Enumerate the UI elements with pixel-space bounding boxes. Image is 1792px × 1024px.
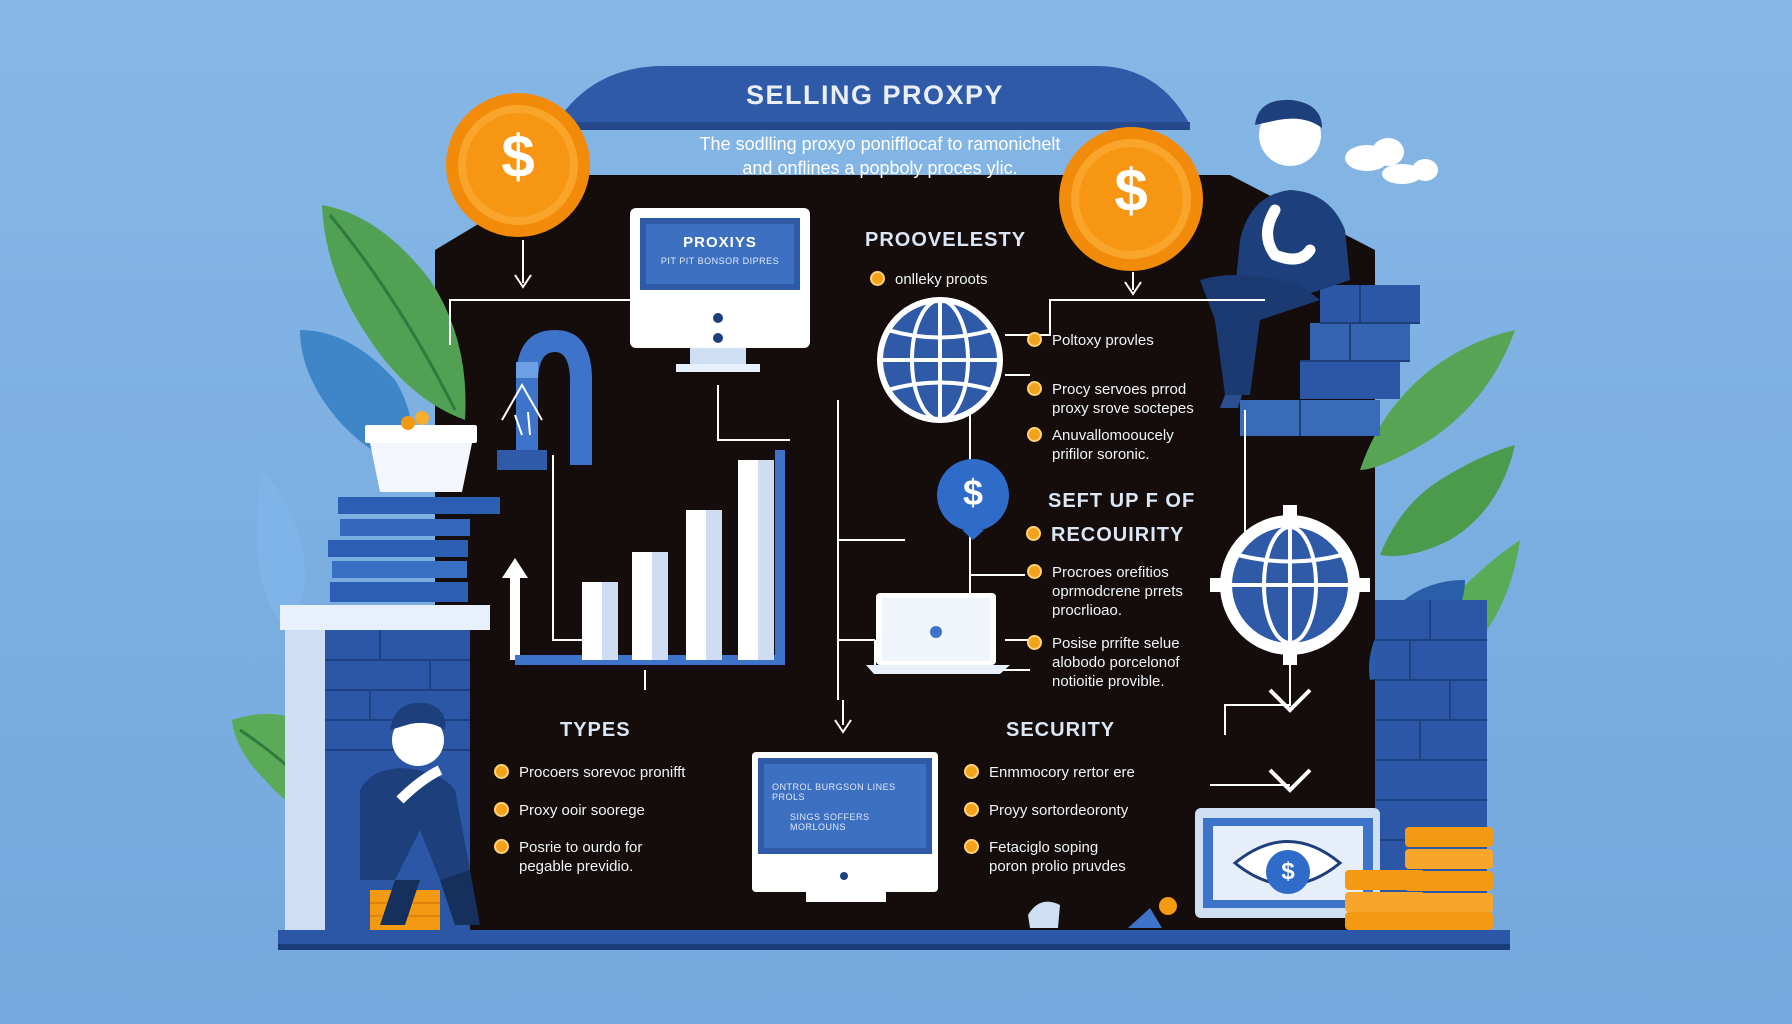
board-panel — [435, 175, 1375, 930]
list-item: Proyy sortordeoronty — [964, 801, 1128, 820]
section-heading-security: SECURITY — [1006, 719, 1116, 741]
page-subtitle: The sodlling proxyo ponifflocaf to ramon… — [590, 132, 1170, 180]
bullet-icon — [870, 270, 885, 286]
coin-symbol: $ — [1114, 157, 1148, 224]
brick-wall-icon — [1240, 285, 1420, 436]
bullet-icon — [1027, 563, 1042, 579]
bullet-icon — [1027, 380, 1042, 396]
cloud-icon — [1345, 138, 1438, 184]
bullet-icon — [964, 763, 979, 779]
bullet-icon — [1027, 426, 1042, 442]
chart-bar — [686, 510, 722, 660]
dollar-coin-icon — [1059, 127, 1203, 271]
bullet-icon — [964, 801, 979, 817]
coin-stack-icon — [1345, 827, 1493, 930]
chart-bar — [738, 460, 774, 660]
coin-symbol: $ — [962, 472, 984, 513]
bullet-icon — [1027, 331, 1042, 347]
magnet-icon — [497, 330, 592, 470]
subtitle-line: and onflines a popboly proces ylic. — [742, 158, 1018, 178]
bar-chart-icon — [502, 450, 785, 665]
chart-bar — [632, 552, 668, 660]
section-heading-types: TYPES — [560, 719, 631, 741]
laptop-icon — [866, 593, 1010, 674]
person-icon — [360, 702, 480, 930]
bullet-icon — [494, 763, 509, 779]
page-title: SELLING PROXPY — [745, 80, 1005, 110]
dollar-coin-icon — [446, 93, 590, 237]
monitor-icon — [630, 208, 810, 372]
globe-icon — [877, 297, 1003, 423]
monitor-line: ONTROL BURGSON LINES PROLS — [772, 782, 896, 802]
list-item: Procoers sorevoc pronifft — [494, 763, 685, 782]
globe-icon — [1210, 505, 1370, 793]
section-heading-setup: SEFT UP F OF RECOUIRITY — [1026, 484, 1195, 552]
monitor-title: PROXIYS — [683, 234, 757, 251]
bullet-icon — [964, 838, 979, 854]
eye-icon — [1195, 808, 1380, 918]
list-item: Poltoxy provles — [1027, 331, 1154, 350]
book-stack — [328, 497, 500, 602]
chart-bar — [582, 582, 618, 660]
header-tab — [555, 66, 1190, 125]
coin-symbol: $ — [501, 123, 535, 190]
person-icon — [1200, 99, 1350, 408]
coin-symbol: $ — [1281, 858, 1295, 885]
list-item: onlleky proots — [870, 270, 988, 289]
subtitle-line: The sodlling proxyo ponifflocaf to ramon… — [699, 134, 1061, 154]
list-item: Proxy ooir soorege — [494, 801, 645, 820]
monitor-subtitle: PIT PIT BONSOR DIPRES — [660, 256, 780, 266]
list-item: Enmmocory rertor ere — [964, 763, 1135, 782]
bullet-icon — [494, 801, 509, 817]
monitor-line: SINGS SOFFERS MORLOUNS — [790, 812, 870, 832]
monitor-icon — [752, 752, 938, 902]
dollar-coin-icon — [937, 459, 1009, 540]
bullet-icon — [1026, 526, 1041, 542]
section-heading-provelesty: PROOVELESTY — [865, 229, 1027, 251]
bullet-icon — [1027, 634, 1042, 650]
bullet-icon — [494, 838, 509, 854]
